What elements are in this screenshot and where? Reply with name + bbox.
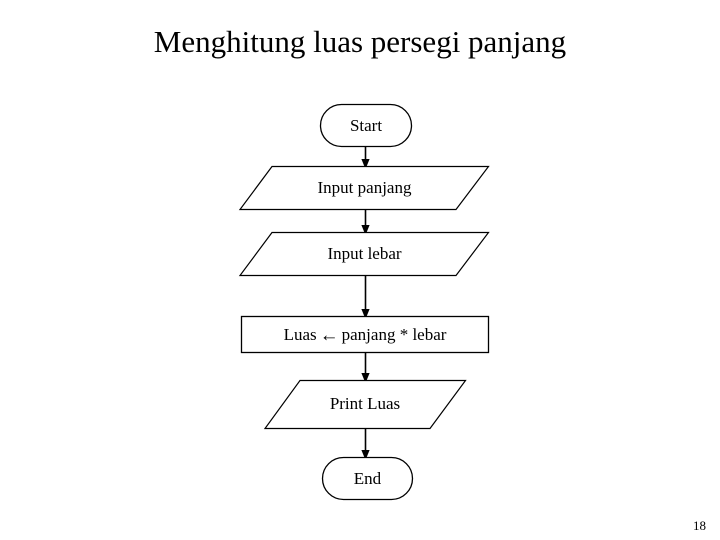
page-number: 18	[693, 518, 706, 533]
node-input-lebar-shape[interactable]	[238, 231, 490, 277]
node-process-luas-shape[interactable]	[240, 315, 490, 354]
node-end-shape[interactable]	[321, 456, 414, 501]
node-start-shape[interactable]	[319, 103, 413, 148]
node-print-luas-shape[interactable]	[263, 379, 467, 430]
node-input-panjang-shape[interactable]	[238, 165, 490, 211]
page-title: Menghitung luas persegi panjang	[153, 24, 567, 59]
